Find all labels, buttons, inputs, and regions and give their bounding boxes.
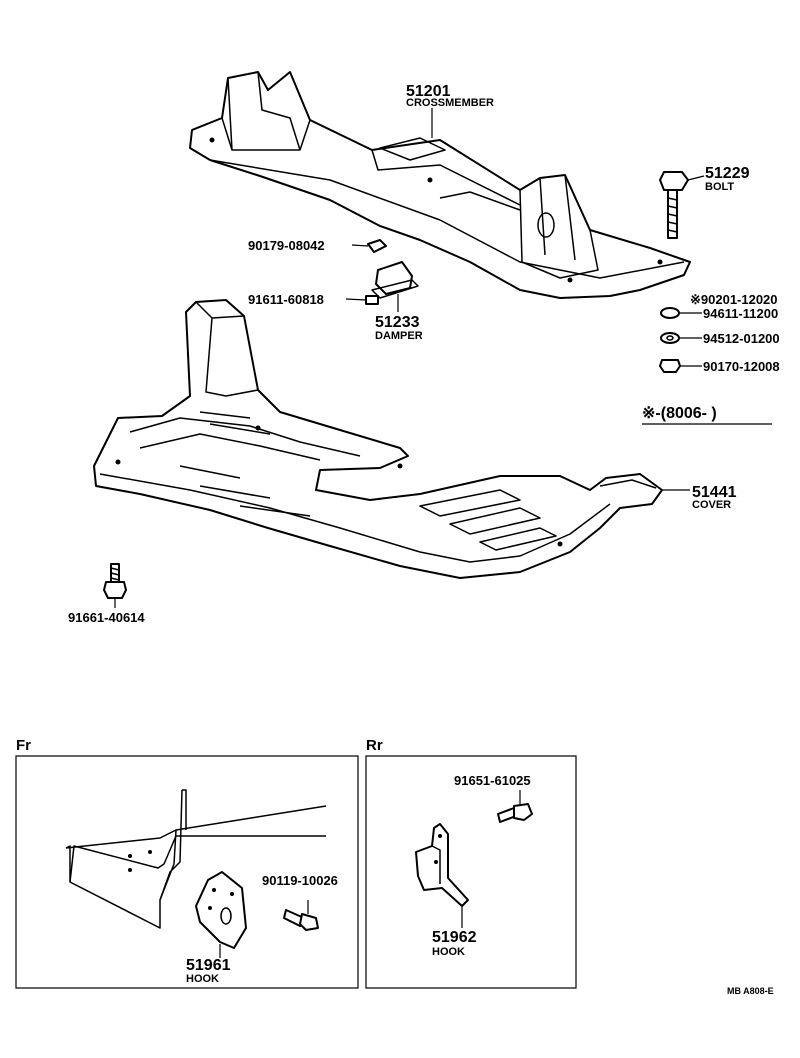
part-90170: 90170-12008	[703, 359, 780, 374]
frame-front	[15, 755, 359, 989]
leader-90179	[351, 244, 369, 247]
damper-name: DAMPER	[375, 330, 423, 342]
crossmember-number: 51201	[406, 83, 451, 100]
hook-rr-number: 51962	[432, 929, 477, 946]
bolt-number: 51229	[705, 165, 750, 182]
part-94512: 94512-01200	[703, 331, 780, 346]
bolt-91661-drawing	[103, 563, 127, 599]
front-hook-51961-drawing	[195, 871, 247, 949]
part-91651: 91651-61025	[454, 773, 531, 788]
front-bolt-90119-drawing	[283, 909, 319, 931]
crossmember-drawing	[189, 71, 691, 299]
damper-drawing	[365, 239, 419, 305]
frame-rear-label: Rr	[366, 737, 383, 754]
leader-91611	[345, 298, 367, 301]
cover-number: 51441	[692, 484, 737, 501]
frame-front-label: Fr	[16, 737, 31, 754]
rear-bolt-91651-drawing	[497, 803, 533, 823]
front-hook-bracket-drawing	[65, 789, 327, 929]
cover-name: COVER	[692, 499, 731, 511]
cover-drawing	[93, 299, 663, 579]
bolt-51229-drawing	[659, 171, 689, 239]
hook-fr-number: 51961	[186, 957, 231, 974]
bolt-name: BOLT	[705, 181, 734, 193]
crossmember-name: CROSSMEMBER	[406, 97, 494, 109]
part-90179: 90179-08042	[248, 238, 325, 253]
washer-nut-stack	[659, 307, 681, 373]
note-text: ※-(8006- )	[642, 405, 717, 422]
part-90119: 90119-10026	[262, 873, 338, 888]
part-94611: 94611-11200	[703, 306, 778, 321]
part-90201: ※90201-12020	[690, 292, 778, 307]
hook-fr-name: HOOK	[186, 973, 219, 985]
damper-number: 51233	[375, 314, 420, 331]
rear-hook-51962-drawing	[415, 823, 469, 907]
part-91611: 91611-60818	[248, 292, 324, 307]
part-91661: 91661-40614	[68, 610, 145, 625]
diagram-code: MB A808-E	[727, 986, 774, 996]
leader-51229	[687, 175, 705, 181]
hook-rr-name: HOOK	[432, 946, 465, 958]
frame-rear	[365, 755, 577, 989]
